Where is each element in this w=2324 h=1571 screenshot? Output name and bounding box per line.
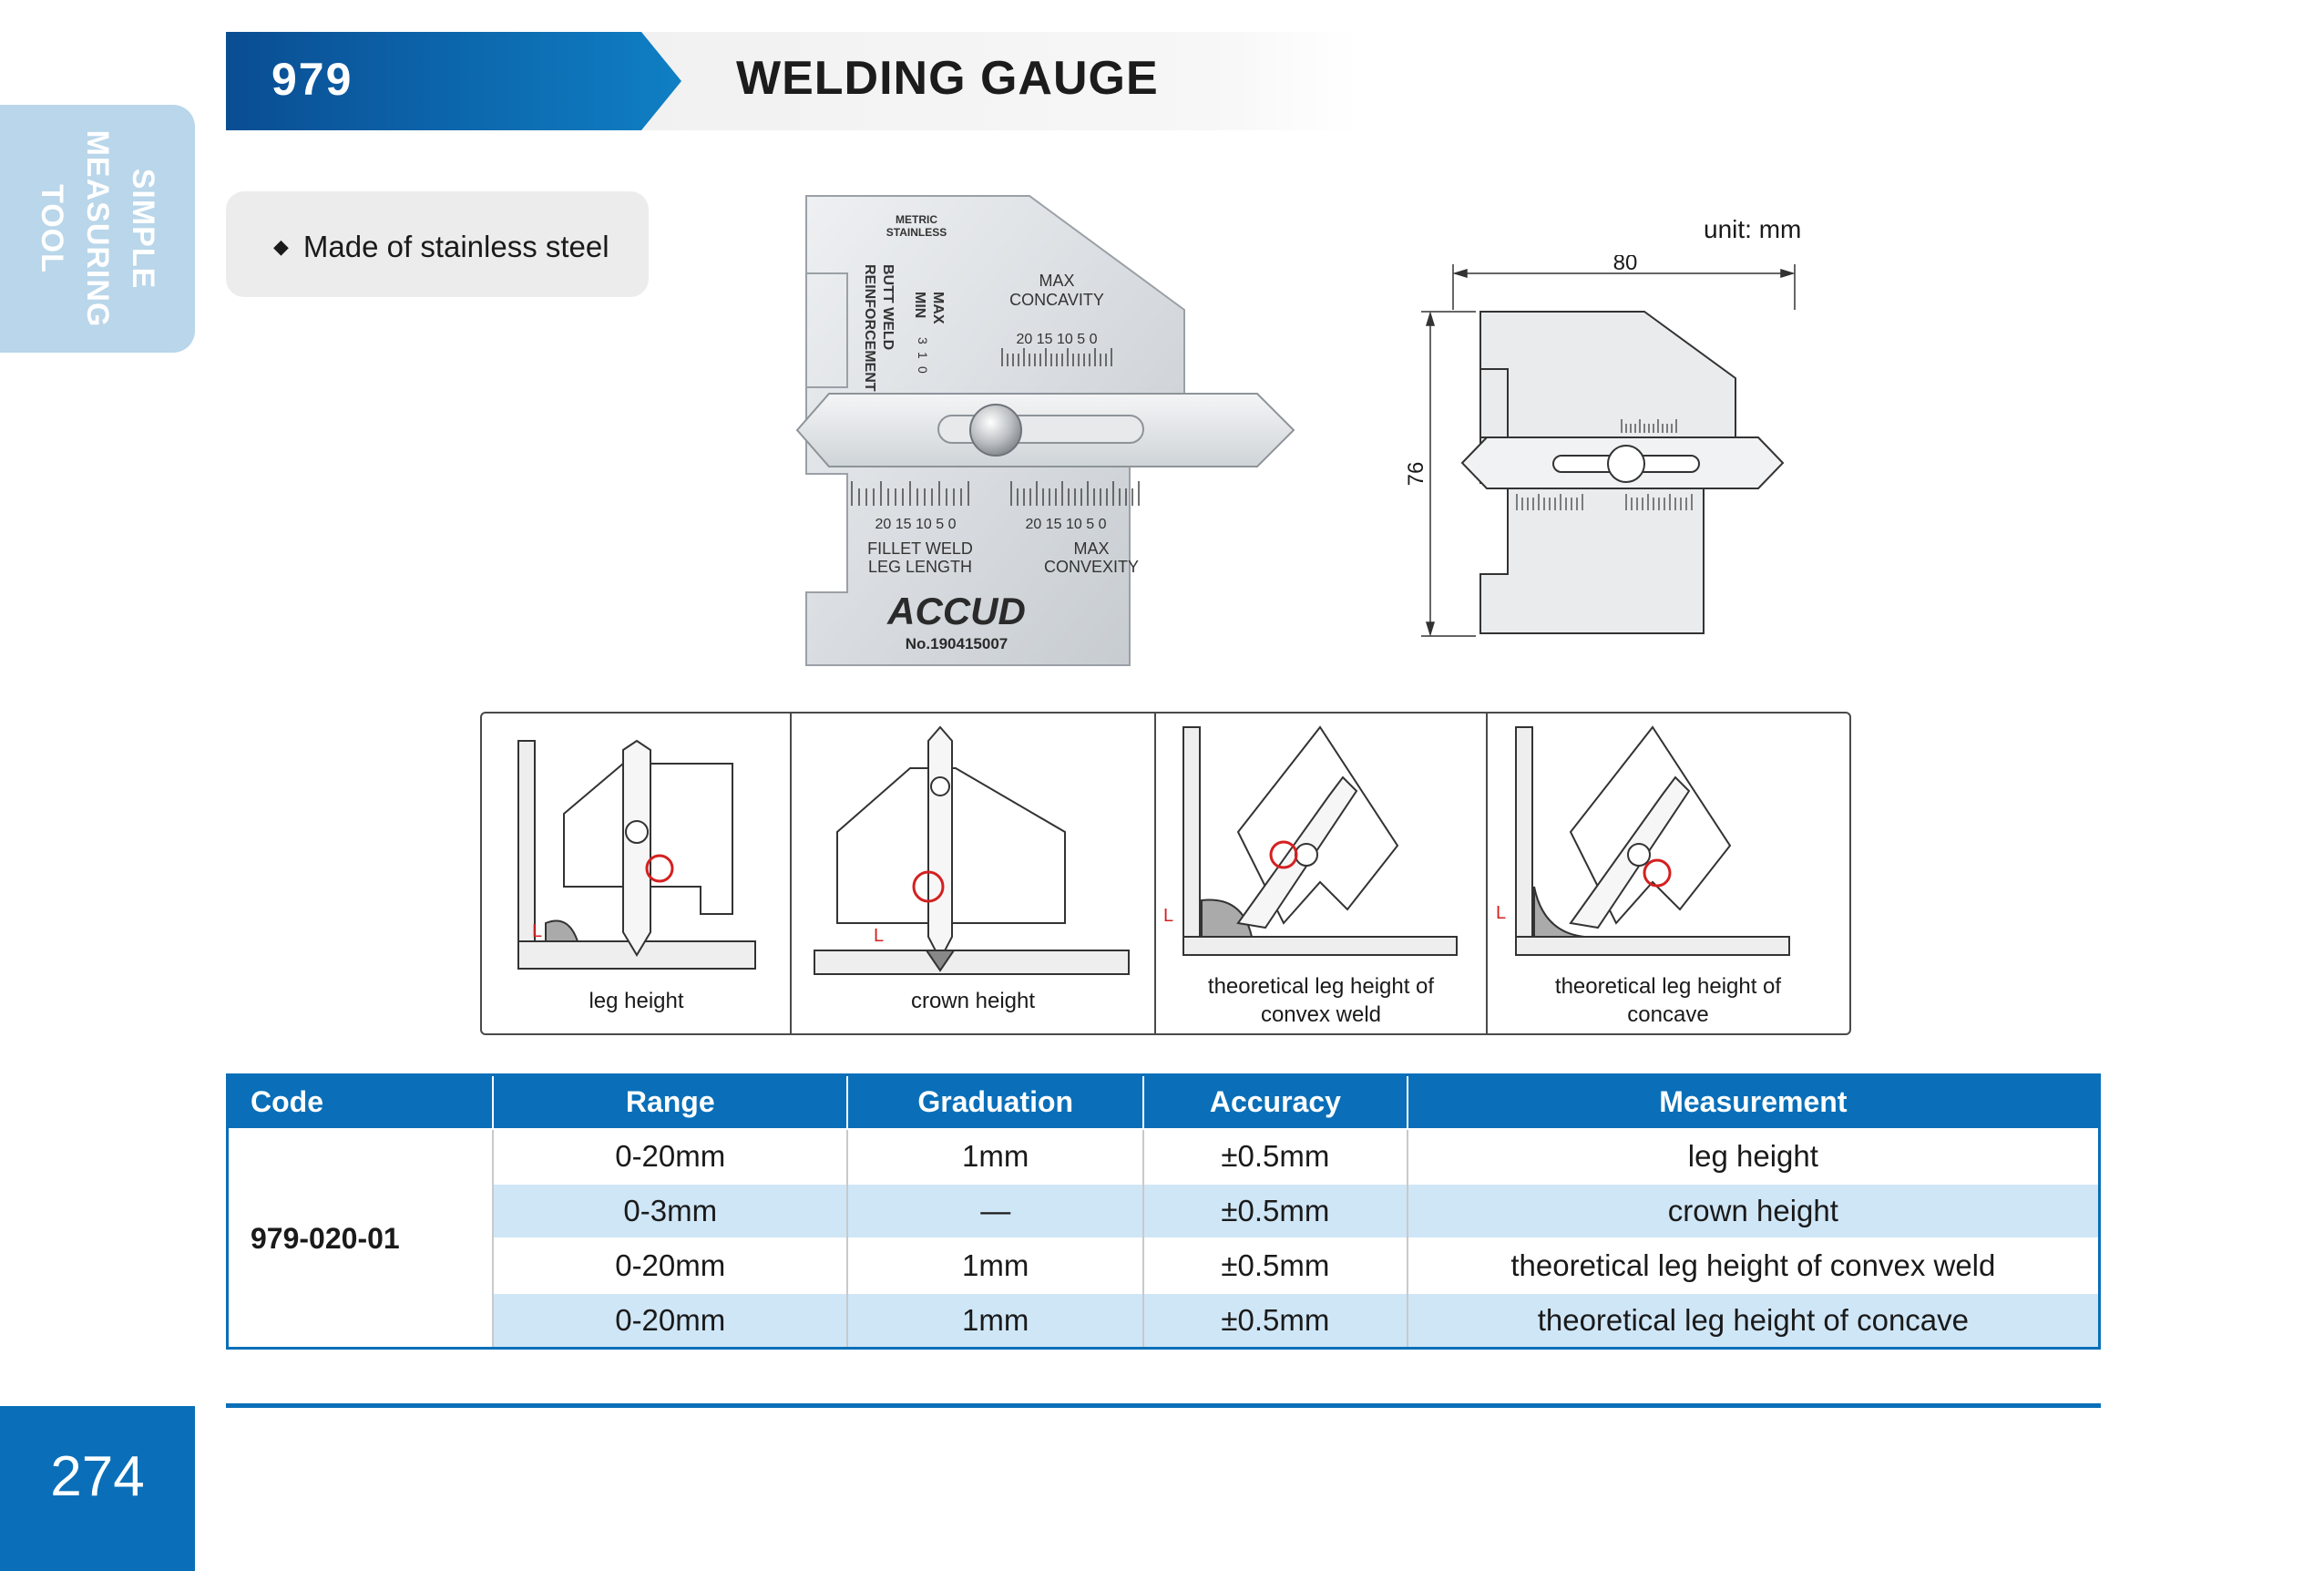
page-number: 274 (50, 1445, 145, 1508)
usage-label-convex: theoretical leg height of convex weld (1207, 974, 1435, 1027)
usage-label-leg-height: leg height (589, 989, 684, 1013)
label-max-concavity-2: CONCAVITY (1009, 291, 1104, 309)
label-fillet-1: FILLET WELD (867, 539, 973, 558)
table-row: 979-020-01 0-20mm 1mm ±0.5mm leg height (227, 1128, 2100, 1349)
category-label-line1: SIMPLE (126, 168, 160, 290)
dimension-drawing: 80 76 (1404, 255, 1796, 637)
usage-label-concave: theoretical leg height of concave (1554, 974, 1782, 1027)
category-label-line2: MEASURING TOOL (35, 129, 115, 328)
label-fillet-2: LEG LENGTH (868, 558, 972, 576)
usage-label-crown-height: crown height (910, 989, 1036, 1013)
feature-text: Made of stainless steel (302, 230, 609, 263)
dimension-width: 80 (1613, 255, 1638, 275)
header-graduation: Graduation (846, 1074, 1144, 1129)
header-accuracy: Accuracy (1142, 1074, 1408, 1129)
usage-crown-height-illustration (814, 725, 1130, 975)
diamond-bullet-icon: ◆ (273, 235, 289, 258)
cell-measurement: theoretical leg height of concave (1406, 1292, 2100, 1349)
cell-graduation: 1mm (846, 1237, 1144, 1293)
label-metric: METRIC (896, 213, 937, 226)
label-max-concavity-1: MAX (1039, 272, 1074, 290)
usage-marker-3: L (1163, 906, 1173, 926)
cell-accuracy: ±0.5mm (1142, 1237, 1408, 1293)
feature-box (226, 191, 649, 297)
usage-marker-4: L (1496, 903, 1506, 923)
cell-measurement: crown height (1406, 1183, 2100, 1238)
usage-marker-2: L (874, 926, 884, 946)
usage-concave-illustration (1515, 725, 1790, 956)
scale-right: 20 15 10 5 0 (1026, 517, 1107, 532)
label-butt-weld-2: REINFORCEMENT (862, 264, 877, 392)
brand-logo: ACCUD (886, 590, 1026, 632)
usage-marker-1: L (532, 921, 542, 941)
usage-illustrations: L L L (517, 714, 1790, 1033)
small-scale-0: 0 (916, 366, 930, 374)
feature-item: ◆ Made of stainless steel (273, 230, 609, 264)
usage-leg-height-illustration (517, 739, 756, 970)
cell-accuracy: ±0.5mm (1142, 1292, 1408, 1349)
page-title: WELDING GAUGE (736, 52, 1159, 105)
spec-table: Code Range Graduation Accuracy Measureme… (226, 1073, 2101, 1350)
header-code: Code (227, 1074, 494, 1129)
cell-graduation: 1mm (846, 1292, 1144, 1349)
usage-panels: L L L (480, 712, 1851, 1035)
cell-range: 0-20mm (492, 1128, 848, 1184)
small-scale-3: 3 (916, 337, 930, 344)
scale-left: 20 15 10 5 0 (875, 517, 957, 532)
knob-icon (969, 404, 1022, 457)
page-number-box (0, 1406, 195, 1571)
cell-accuracy: ±0.5mm (1142, 1128, 1408, 1184)
cell-measurement: leg height (1406, 1128, 2100, 1184)
header-banner-gray (638, 32, 1357, 130)
category-label: SIMPLE MEASURING TOOL (29, 105, 166, 353)
category-side-tab (0, 105, 195, 353)
header-banner-blue (226, 32, 681, 130)
cell-accuracy: ±0.5mm (1142, 1183, 1408, 1238)
label-max: MAX (930, 292, 946, 324)
serial-number: No.190415007 (906, 635, 1008, 652)
unit-label: unit: mm (1704, 215, 1802, 243)
label-max-convexity-2: CONVEXITY (1044, 558, 1139, 576)
cell-range: 0-20mm (492, 1237, 848, 1293)
cell-graduation: — (846, 1183, 1144, 1238)
dimension-height: 76 (1404, 462, 1428, 487)
label-stainless: STAINLESS (886, 226, 947, 239)
cell-code: 979-020-01 (227, 1128, 494, 1349)
label-butt-weld-1: BUTT WELD (880, 264, 896, 350)
header-measurement: Measurement (1406, 1074, 2100, 1129)
footer-rule (226, 1403, 2101, 1408)
cell-graduation: 1mm (846, 1128, 1144, 1184)
cell-range: 0-3mm (492, 1183, 848, 1238)
table-row: 0-3mm — ±0.5mm crown height (228, 1183, 2100, 1238)
cell-range: 0-20mm (492, 1292, 848, 1349)
table-row: 0-20mm 1mm ±0.5mm theoretical leg height… (228, 1292, 2100, 1349)
table-row: 0-20mm 1mm ±0.5mm theoretical leg height… (228, 1237, 2100, 1293)
label-max-convexity-1: MAX (1073, 539, 1109, 558)
gauge-photo: METRIC STAINLESS MAX CONCAVITY 20 15 10 … (795, 195, 1295, 666)
product-code: 979 (271, 54, 353, 105)
scale-upper: 20 15 10 5 0 (1017, 332, 1098, 347)
header-range: Range (492, 1074, 848, 1129)
cell-measurement: theoretical leg height of convex weld (1406, 1237, 2100, 1293)
table-header-row: Code Range Graduation Accuracy Measureme… (227, 1074, 2100, 1129)
usage-convex-illustration (1182, 725, 1458, 956)
label-min: MIN (912, 292, 927, 318)
small-scale-1: 1 (916, 352, 930, 359)
